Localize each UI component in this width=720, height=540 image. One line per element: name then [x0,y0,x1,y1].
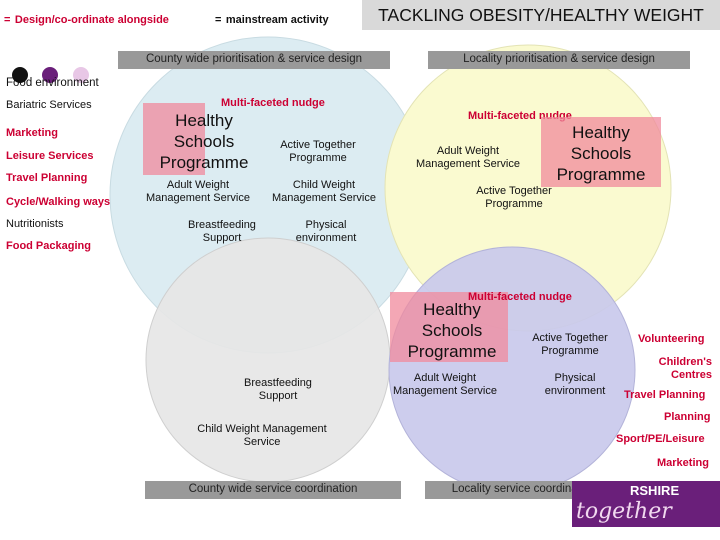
legend-swatch-black: = [215,14,222,26]
tl-child-weight: Child Weight Management Service [262,179,386,205]
tr-hs-line2: Schools [570,144,632,163]
left-item-nutritionists: Nutritionists [6,218,64,230]
circle-locality-coordination [388,246,636,494]
br-pe-line2: environment [544,385,606,397]
br-active-together: Active Together Programme [518,332,622,358]
right-item-marketing: Marketing [657,457,709,469]
tl-aw-line1: Adult Weight [166,179,230,191]
br-hs-line1: Healthy [423,300,481,319]
tl-adult-weight: Adult Weight Management Service [134,179,262,205]
dot-pink [73,67,89,83]
cc-line1: Children's [658,356,712,368]
tr-healthy-schools: Healthy Schools Programme [545,122,657,185]
dot-black [12,67,28,83]
br-pe-line1: Physical [554,372,596,384]
tl-cw-line2: Management Service [272,192,376,204]
left-item-leisure: Leisure Services [6,150,94,162]
tr-hs-line1: Healthy [572,123,630,142]
pink-box-tr [541,117,661,187]
bl-bf-line2: Support [258,390,298,402]
br-nudge: Multi-faceted nudge [468,291,572,303]
left-item-cycle: Cycle/Walking ways [6,196,111,208]
tl-at-line2: Programme [289,152,347,164]
br-hs-line2: Schools [421,321,483,340]
tl-physical: Physical environment [278,219,374,245]
tl-active-together: Active Together Programme [268,139,368,165]
tr-active-together: Active Together Programme [462,185,566,211]
tl-pe-line2: environment [295,232,357,244]
right-item-planning: Planning [664,411,711,423]
br-aw-line2: Management Service [393,385,497,397]
cc-line2: Centres [671,369,712,381]
right-item-travel-planning: Travel Planning [624,389,706,401]
tl-pe-line1: Physical [305,219,347,231]
left-item-travel: Travel Planning [6,172,88,184]
bar-county-prioritisation: County wide prioritisation & service des… [118,51,390,69]
bar-locality-prioritisation: Locality prioritisation & service design [428,51,690,69]
legend-label-design: Design/co-ordinate alongside [14,14,169,26]
left-item-bariatric: Bariatric Services [6,99,92,111]
right-item-volunteering: Volunteering [638,333,705,345]
br-physical: Physical environment [530,372,620,398]
tr-at-line1: Active Together [476,185,552,197]
tr-aw-line1: Adult Weight [436,145,500,157]
pink-box-tl [143,103,205,175]
logo-text-bottom: together [576,499,672,524]
br-adult-weight: Adult Weight Management Service [380,372,510,398]
bl-breastfeeding: Breastfeeding Support [226,377,330,403]
bl-child-weight: Child Weight Management Service [190,423,334,449]
tr-aw-line2: Management Service [416,158,520,170]
br-hs-line3: Programme [407,342,497,361]
tl-hs-line2: Schools [173,132,235,151]
bl-cw-line1: Child Weight Management [197,423,327,435]
pink-box-br [390,292,508,362]
left-item-marketing: Marketing [6,127,58,139]
page-title: TACKLING OBESITY/HEALTHY WEIGHT [362,0,720,30]
right-item-childrens-centres: Children's Centres [652,356,712,382]
logo: RSHIRE together [572,481,720,527]
food-environment-label: Food environment [6,77,99,89]
tl-cw-line1: Child Weight [292,179,356,191]
right-item-sport: Sport/PE/Leisure [616,433,705,445]
legend-swatch-red: = [4,14,11,26]
tr-adult-weight: Adult Weight Management Service [400,145,536,171]
legend-label-mainstream: mainstream activity [225,14,329,26]
dot-purple [42,67,58,83]
br-at-line1: Active Together [532,332,608,344]
tl-healthy-schools: Healthy Schools Programme [148,110,260,173]
br-healthy-schools: Healthy Schools Programme [396,299,508,362]
tl-bf-line1: Breastfeeding [188,219,256,231]
tl-hs-line3: Programme [159,153,249,172]
tr-hs-line3: Programme [556,165,646,184]
tl-nudge: Multi-faceted nudge [221,97,325,109]
br-at-line2: Programme [541,345,599,357]
br-aw-line1: Adult Weight [413,372,477,384]
tl-bf-line2: Support [202,232,242,244]
left-item-food-packaging: Food Packaging [6,240,91,252]
tl-hs-line1: Healthy [175,111,233,130]
legend-item-red: = Design/co-ordinate alongside [4,10,169,28]
bl-bf-line1: Breastfeeding [244,377,312,389]
legend-item-black: = mainstream activity [215,10,329,28]
tl-aw-line2: Management Service [146,192,250,204]
tl-breastfeeding: Breastfeeding Support [172,219,272,245]
bl-cw-line2: Service [243,436,281,448]
logo-text-top: RSHIRE [630,483,680,498]
tr-at-line2: Programme [485,198,543,210]
tl-at-line1: Active Together [280,139,356,151]
bar-county-coordination: County wide service coordination [145,481,401,499]
